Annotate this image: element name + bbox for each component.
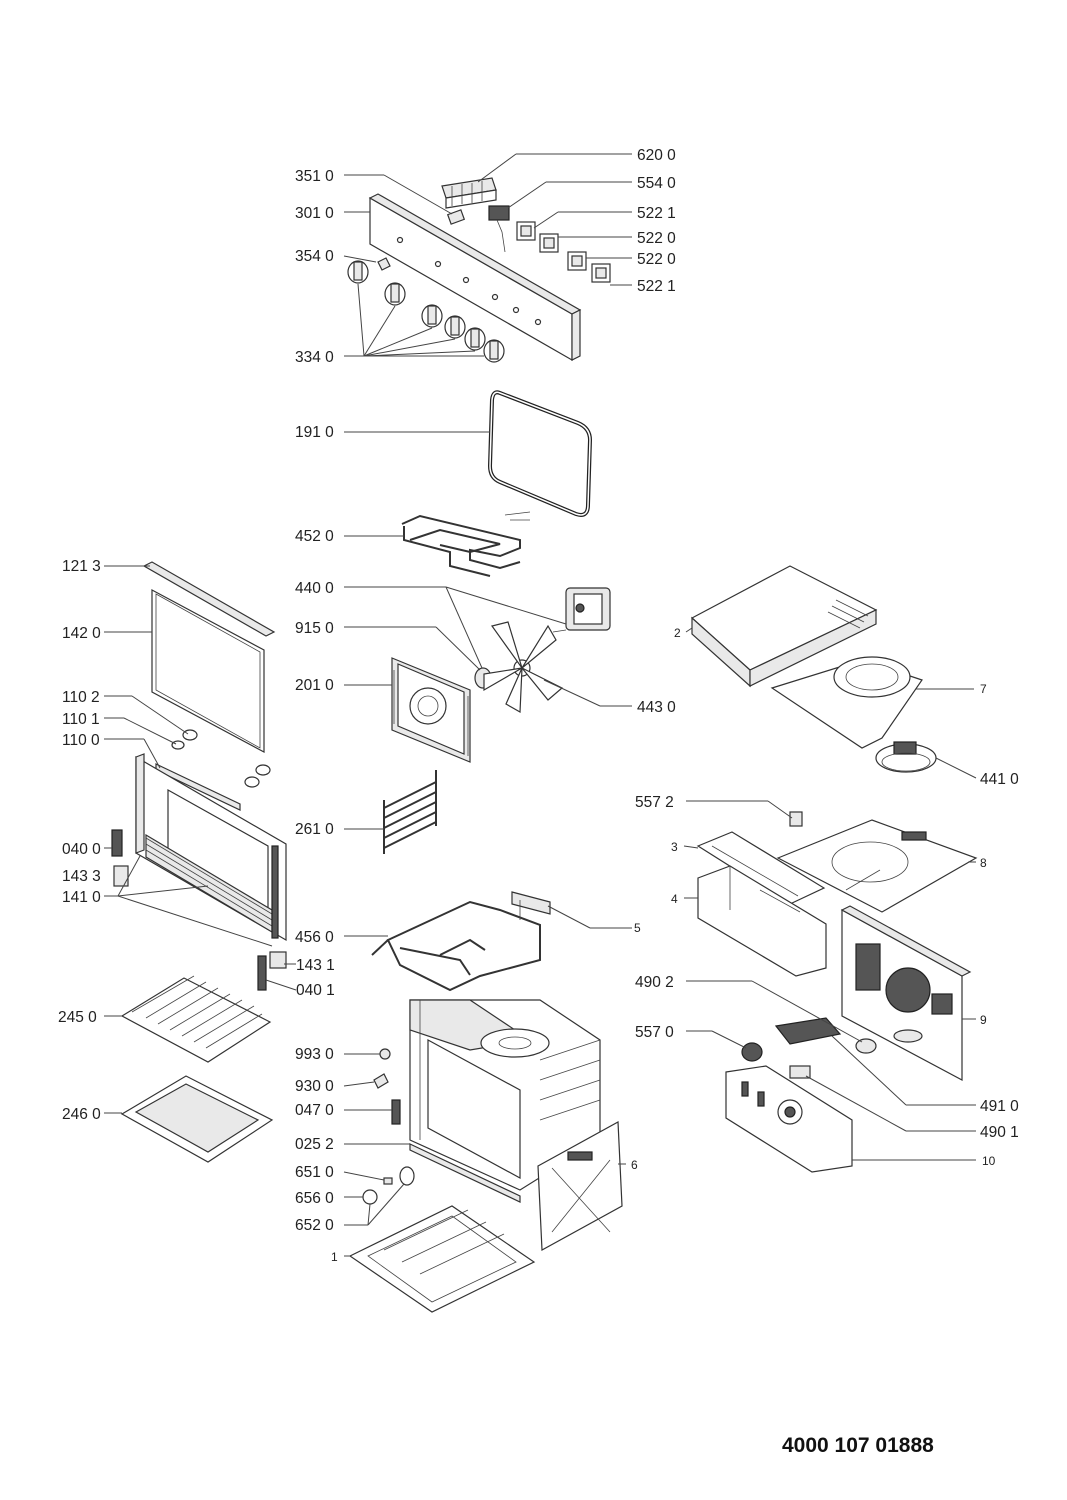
label-4: 4 bbox=[671, 892, 678, 906]
label-040-0: 040 0 bbox=[62, 841, 101, 858]
label-141-0: 141 0 bbox=[62, 889, 101, 906]
label-5: 5 bbox=[634, 921, 641, 935]
label-246-0: 246 0 bbox=[62, 1106, 101, 1123]
label-557-2: 557 2 bbox=[635, 794, 674, 811]
electrical-components-part bbox=[741, 1017, 877, 1079]
label-554-0: 554 0 bbox=[637, 175, 676, 192]
control-panel-part bbox=[368, 193, 582, 362]
control-panel-group bbox=[347, 177, 611, 363]
indicator-lamp-part bbox=[377, 257, 391, 271]
label-047-0: 047 0 bbox=[295, 1102, 334, 1119]
label-025-2: 025 2 bbox=[295, 1136, 334, 1153]
label-522-0a: 522 0 bbox=[637, 230, 676, 247]
label-334-0: 334 0 bbox=[295, 349, 334, 366]
label-3: 3 bbox=[671, 840, 678, 854]
label-915-0: 915 0 bbox=[295, 620, 334, 637]
cooling-fan-housing-part bbox=[770, 656, 923, 749]
door-gasket-part bbox=[487, 390, 593, 517]
label-441-0: 441 0 bbox=[980, 771, 1019, 788]
label-201-0: 201 0 bbox=[295, 677, 334, 694]
label-110-1: 110 1 bbox=[62, 711, 100, 728]
label-110-2: 110 2 bbox=[62, 689, 100, 706]
base-plate-part bbox=[348, 1205, 536, 1313]
safety-thermostat-part bbox=[789, 811, 803, 827]
top-cover-part bbox=[690, 565, 878, 688]
label-490-2: 490 2 bbox=[635, 974, 674, 991]
label-354-0: 354 0 bbox=[295, 248, 334, 265]
label-040-1: 040 1 bbox=[296, 982, 335, 999]
leader-lines bbox=[104, 153, 977, 1257]
rocker-switches-part bbox=[516, 221, 611, 283]
label-8: 8 bbox=[980, 856, 987, 870]
label-261-0: 261 0 bbox=[295, 821, 334, 838]
label-7: 7 bbox=[980, 682, 987, 696]
side-panel-part bbox=[537, 1121, 623, 1251]
label-651-0: 651 0 bbox=[295, 1164, 334, 1181]
label-1: 1 bbox=[331, 1250, 338, 1264]
control-knobs-part bbox=[347, 260, 505, 363]
grill-element-part bbox=[401, 511, 531, 577]
side-rack-guides-part bbox=[383, 770, 437, 854]
label-993-0: 993 0 bbox=[295, 1046, 334, 1063]
label-351-0: 351 0 bbox=[295, 168, 334, 185]
label-9: 9 bbox=[980, 1013, 987, 1027]
part-labels: 620 0 351 0 554 0 301 0 522 1 522 0 354 … bbox=[58, 147, 1019, 1264]
label-930-0: 930 0 bbox=[295, 1078, 334, 1095]
wire-rack-part bbox=[120, 975, 272, 1063]
label-10: 10 bbox=[982, 1154, 996, 1168]
label-440-0: 440 0 bbox=[295, 580, 334, 597]
label-143-1: 143 1 bbox=[296, 957, 335, 974]
terminal-block-part bbox=[441, 177, 497, 209]
label-620-0: 620 0 bbox=[637, 147, 676, 164]
label-142-0: 142 0 bbox=[62, 625, 101, 642]
lower-heating-element-part bbox=[371, 891, 551, 992]
label-443-0: 443 0 bbox=[637, 699, 676, 716]
cavity-rear-panel-part bbox=[391, 657, 471, 763]
door-assembly-group bbox=[111, 561, 287, 991]
label-245-0: 245 0 bbox=[58, 1009, 97, 1026]
label-456-0: 456 0 bbox=[295, 929, 334, 946]
label-143-3: 143 3 bbox=[62, 868, 101, 885]
label-110-0: 110 0 bbox=[62, 732, 100, 749]
label-652-0: 652 0 bbox=[295, 1217, 334, 1234]
label-301-0: 301 0 bbox=[295, 205, 334, 222]
baking-tray-part bbox=[120, 1075, 274, 1163]
label-522-1b: 522 1 bbox=[637, 278, 676, 295]
control-board-part bbox=[725, 1065, 853, 1173]
fan-motor-part bbox=[552, 587, 611, 633]
fan-blade-part bbox=[483, 621, 564, 714]
label-557-0: 557 0 bbox=[635, 1024, 674, 1041]
rear-panel-part bbox=[840, 905, 972, 1081]
label-6: 6 bbox=[631, 1158, 638, 1172]
selector-switch-part bbox=[488, 205, 510, 253]
label-191-0: 191 0 bbox=[295, 424, 334, 441]
label-2: 2 bbox=[674, 626, 681, 640]
label-491-0: 491 0 bbox=[980, 1098, 1019, 1115]
label-522-1a: 522 1 bbox=[637, 205, 676, 222]
label-522-0b: 522 0 bbox=[637, 251, 676, 268]
label-121-3: 121 3 bbox=[62, 558, 101, 575]
thermostat-bulb-part bbox=[446, 209, 466, 225]
document-number: 4000 107 01888 bbox=[782, 1434, 934, 1457]
small-fittings-part bbox=[362, 1048, 415, 1205]
oven-cavity-part bbox=[409, 999, 601, 1203]
label-490-1: 490 1 bbox=[980, 1124, 1019, 1141]
top-deflector-plate-part bbox=[776, 819, 978, 913]
cooling-fan-part bbox=[875, 741, 937, 773]
label-656-0: 656 0 bbox=[295, 1190, 334, 1207]
label-452-0: 452 0 bbox=[295, 528, 334, 545]
air-duct-part bbox=[697, 865, 827, 977]
